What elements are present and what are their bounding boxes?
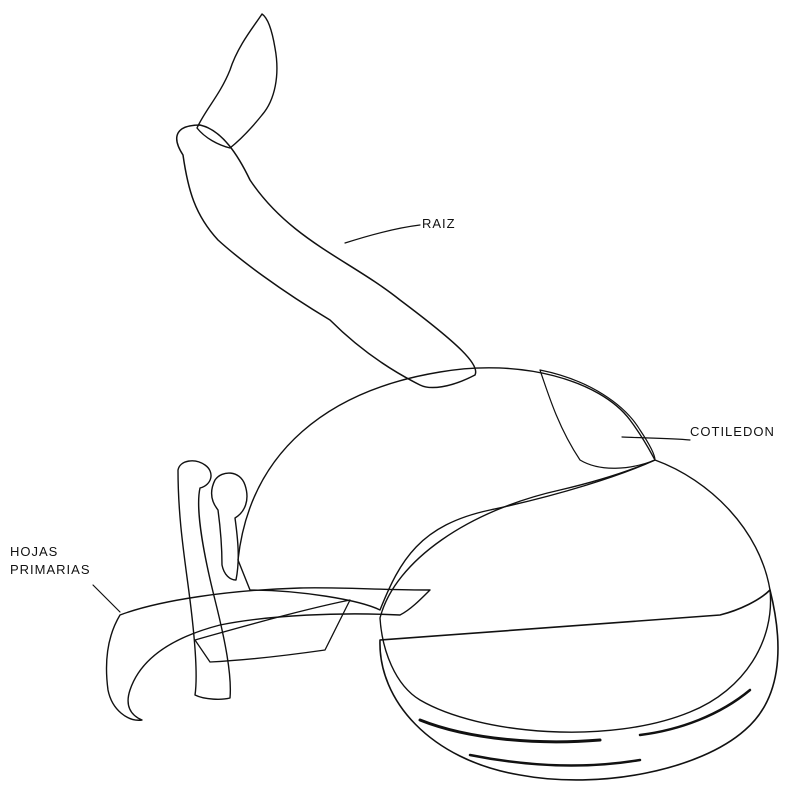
label-hojas-line1: HOJAS [10, 544, 58, 559]
cotyledon-inner-face [380, 460, 771, 732]
cotyledon-dome [238, 368, 655, 610]
seed-base [380, 590, 778, 780]
root [177, 14, 476, 388]
leader-lines [93, 225, 690, 612]
label-raiz: RAIZ [422, 216, 456, 231]
label-cotiledon: COTILEDON [690, 424, 775, 439]
label-hojas-line2: PRIMARIAS [10, 562, 91, 577]
